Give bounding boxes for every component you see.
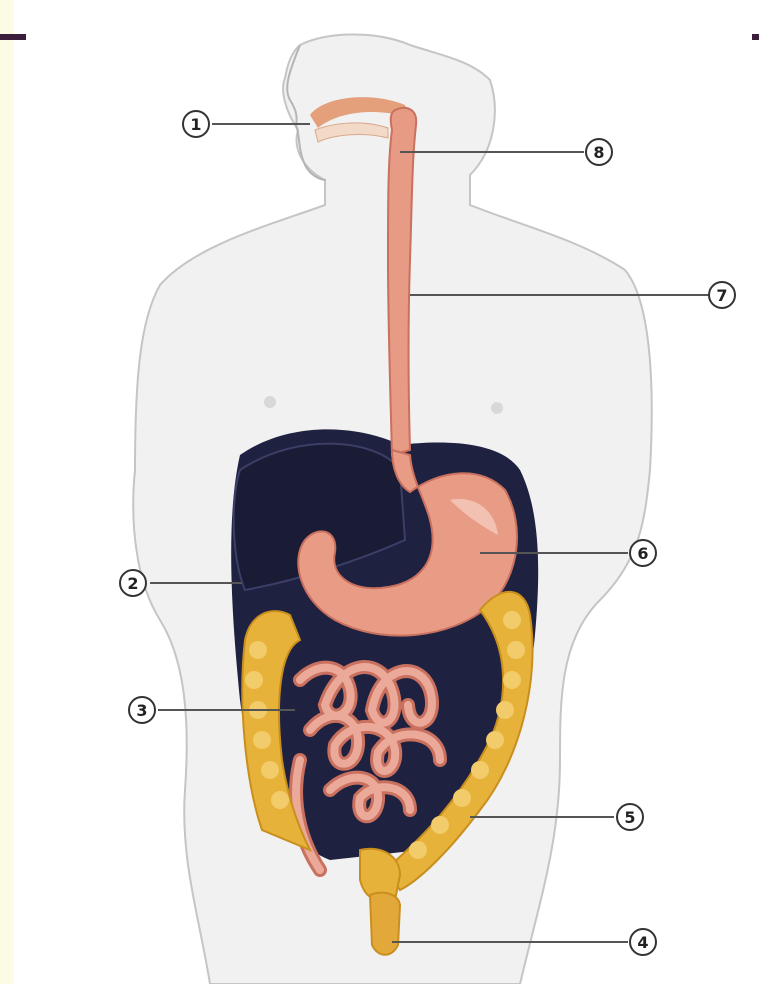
callout-7: 7 bbox=[709, 282, 735, 308]
callout-label: 8 bbox=[593, 143, 604, 162]
callout-4: 4 bbox=[630, 929, 656, 955]
right-nipple bbox=[491, 402, 503, 414]
callout-label: 1 bbox=[190, 115, 201, 134]
callout-6: 6 bbox=[630, 540, 656, 566]
callout-label: 3 bbox=[136, 701, 147, 720]
callout-label: 2 bbox=[127, 574, 138, 593]
callout-label: 7 bbox=[716, 286, 727, 305]
callout-1: 1 bbox=[183, 111, 209, 137]
callout-2: 2 bbox=[120, 570, 146, 596]
callout-label: 4 bbox=[637, 933, 648, 952]
callout-label: 5 bbox=[624, 808, 635, 827]
callout-8: 8 bbox=[586, 139, 612, 165]
left-nipple bbox=[264, 396, 276, 408]
callout-3: 3 bbox=[129, 697, 155, 723]
rectum bbox=[370, 893, 400, 955]
callout-label: 6 bbox=[637, 544, 648, 563]
callout-5: 5 bbox=[617, 804, 643, 830]
